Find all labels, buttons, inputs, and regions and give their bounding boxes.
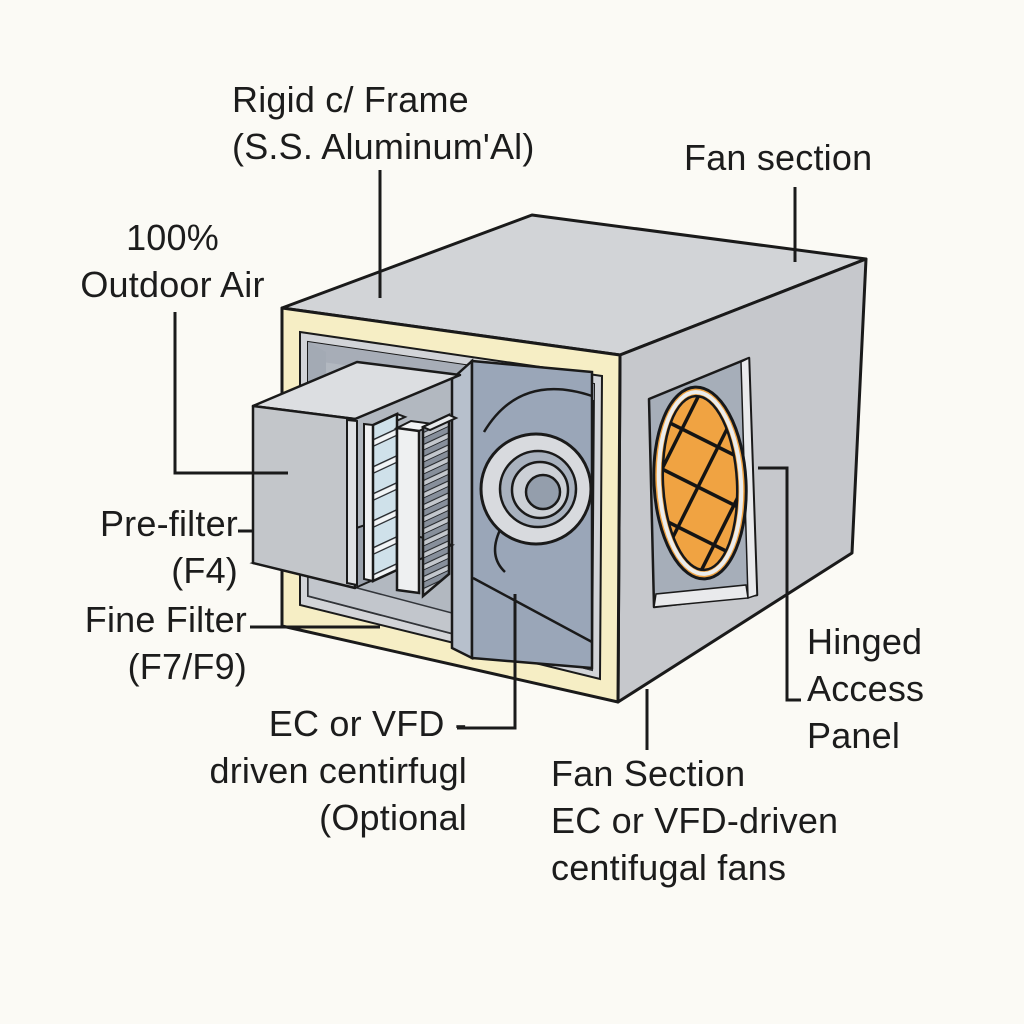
fan-section-bottom-line3: centifugal fans [551,847,787,888]
rigid-frame-line2: (S.S. Aluminum'Al) [232,126,535,167]
outdoor-air-line2: Outdoor Air [80,264,265,305]
pre-filter-frame-strip [363,422,374,583]
fine-filter-line2: (F7/F9) [127,646,247,687]
fine-filter-post [395,426,421,595]
duct-edge-bar [346,418,358,587]
fine-filter-pleat-face [421,413,451,599]
hinged-panel-line3: Panel [807,715,901,756]
ec-vfd-line2: driven centirfugl [209,750,467,791]
leader-outdoor-air [173,312,288,475]
fine-filter-slab [393,413,459,599]
fan-outlet-grille [647,356,759,609]
fine-filter-top-sliver [420,413,459,432]
centrifugal-fan-scroll [479,432,593,573]
pre-filter-slab [363,412,408,583]
partition-bottom-crease [472,576,593,644]
hinged-panel-line1: Hinged [807,621,923,662]
grille-frame-bottom [653,584,749,608]
label-ec-vfd: EC or VFD - driven centirfugl (Optional [140,700,467,841]
pre-filter-line1: Pre-filter [99,503,238,544]
label-fine-filter: Fine Filter (F7/F9) [30,596,247,690]
duct-front-face [251,404,357,590]
label-outdoor-air: 100% Outdoor Air [55,214,290,308]
fan-section-top-text: Fan section [684,137,873,178]
fan-section-bottom-line2: EC or VFD-driven [551,800,839,841]
partition-top-curve [482,388,593,433]
partition-side-edge [450,358,474,661]
hinged-panel-line2: Access [807,668,925,709]
leader-lines [173,170,801,750]
fine-filter-line1: Fine Filter [84,599,247,640]
fan-partition [450,358,594,670]
fan-section-bottom-line1: Fan Section [551,753,746,794]
pre-filter-slat-face [371,412,399,583]
label-fan-section-bottom: Fan Section EC or VFD-driven centifugal … [551,750,838,891]
label-pre-filter: Pre-filter (F4) [30,500,238,594]
pre-filter-line2: (F4) [171,550,238,591]
outdoor-air-line1: 100% [126,217,219,258]
label-hinged-panel: Hinged Access Panel [807,618,924,759]
leader-ec-vfd [457,594,517,730]
ec-vfd-line3: (Optional [319,797,467,838]
ec-vfd-line1: EC or VFD - [268,703,467,744]
label-fan-section-top: Fan section [684,134,872,181]
rigid-frame-line1: Rigid c/ Frame [232,79,469,120]
leader-hinged-panel [758,466,801,702]
label-rigid-frame: Rigid c/ Frame (S.S. Aluminum'Al) [232,76,535,170]
